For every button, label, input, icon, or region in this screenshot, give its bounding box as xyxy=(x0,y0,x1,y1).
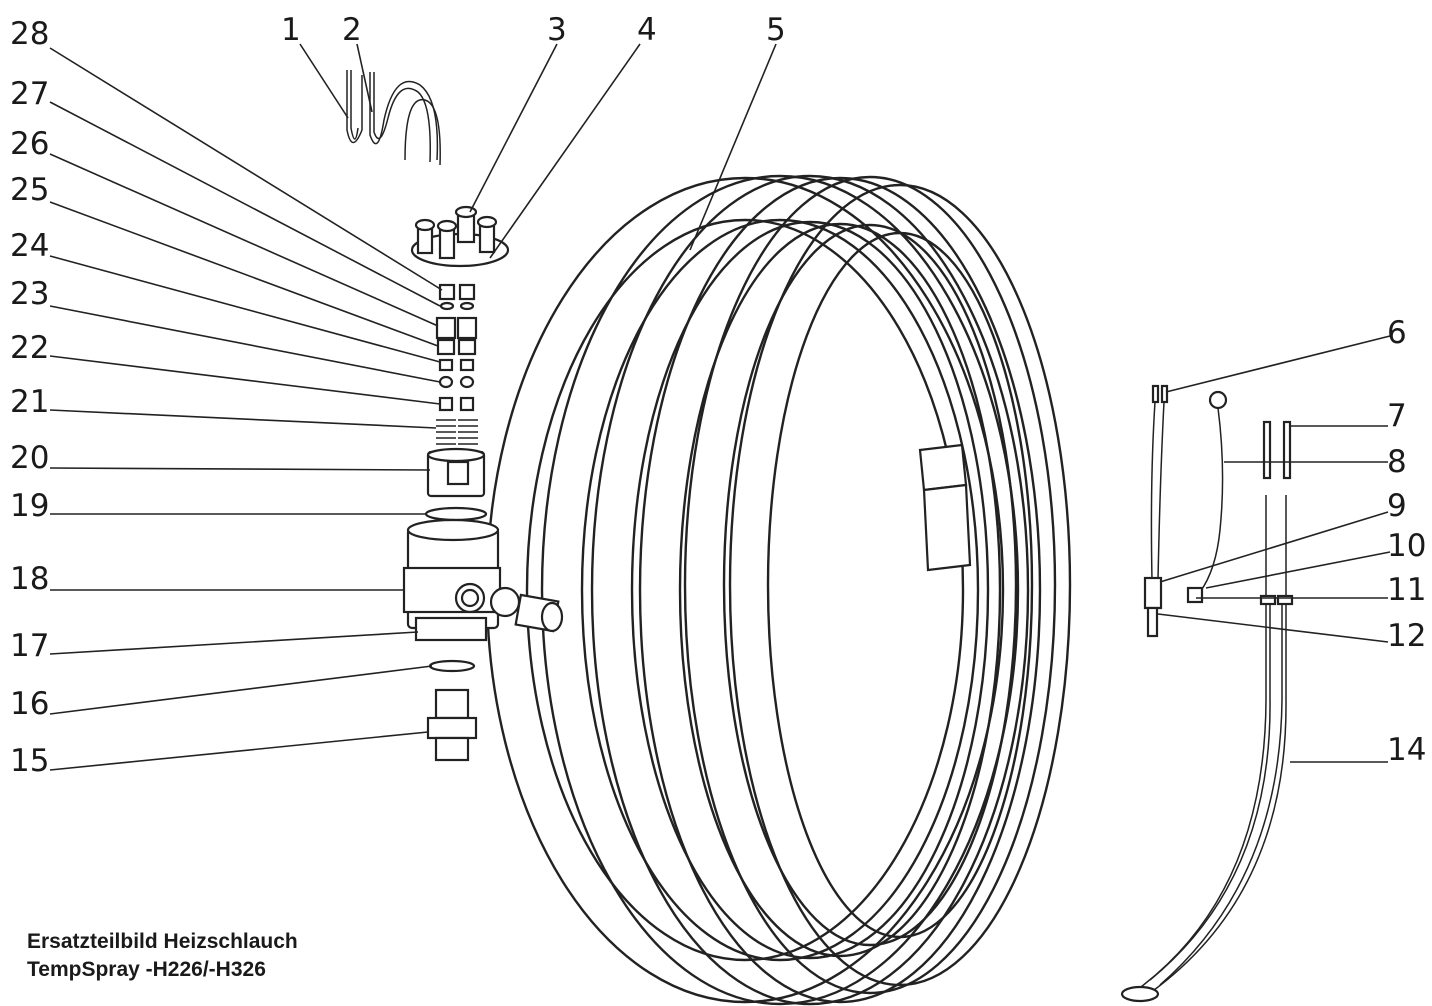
callout-19: 19 xyxy=(10,488,49,524)
caption-line-2: TempSpray -H226/-H326 xyxy=(27,958,266,981)
callout-1: 1 xyxy=(281,12,301,48)
callout-16: 16 xyxy=(10,686,49,722)
hose-sleeve xyxy=(918,443,972,572)
callout-18: 18 xyxy=(10,561,49,597)
housing xyxy=(402,518,564,642)
callout-17: 17 xyxy=(10,628,49,664)
cover-plate xyxy=(410,205,510,268)
callout-9: 9 xyxy=(1387,488,1407,524)
callout-10: 10 xyxy=(1387,528,1426,564)
cap-part xyxy=(426,447,486,498)
callout-15: 15 xyxy=(10,743,49,779)
callout-5: 5 xyxy=(766,12,786,48)
callout-2: 2 xyxy=(342,12,362,48)
hose-coil xyxy=(485,174,1072,1006)
callout-6: 6 xyxy=(1387,315,1407,351)
o-ring-19 xyxy=(424,506,488,522)
callout-22: 22 xyxy=(10,330,49,366)
callout-28: 28 xyxy=(10,16,49,52)
callout-8: 8 xyxy=(1387,444,1407,480)
callout-12: 12 xyxy=(1387,618,1426,654)
sensor-cables xyxy=(1120,384,1294,1003)
callout-numbers: 1 2 3 4 5 6 7 8 9 10 11 12 14 15 16 17 1… xyxy=(10,12,1426,779)
callout-11: 11 xyxy=(1387,572,1426,608)
caption-line-1: Ersatzteilbild Heizschlauch xyxy=(27,930,298,953)
callout-25: 25 xyxy=(10,172,49,208)
diagram-caption: Ersatzteilbild Heizschlauch TempSpray -H… xyxy=(27,928,298,984)
callout-26: 26 xyxy=(10,126,49,162)
callout-23: 23 xyxy=(10,276,49,312)
callout-4: 4 xyxy=(637,12,657,48)
o-ring-16 xyxy=(428,659,476,673)
callout-27: 27 xyxy=(10,76,49,112)
nipple xyxy=(426,688,478,762)
callout-3: 3 xyxy=(547,12,567,48)
callout-21: 21 xyxy=(10,384,49,420)
leader-lines xyxy=(49,43,1391,771)
callout-20: 20 xyxy=(10,440,49,476)
callout-7: 7 xyxy=(1387,398,1407,434)
callout-14: 14 xyxy=(1387,732,1426,768)
callout-24: 24 xyxy=(10,228,49,264)
valve-stack xyxy=(435,283,478,445)
wire-loops xyxy=(346,70,441,166)
